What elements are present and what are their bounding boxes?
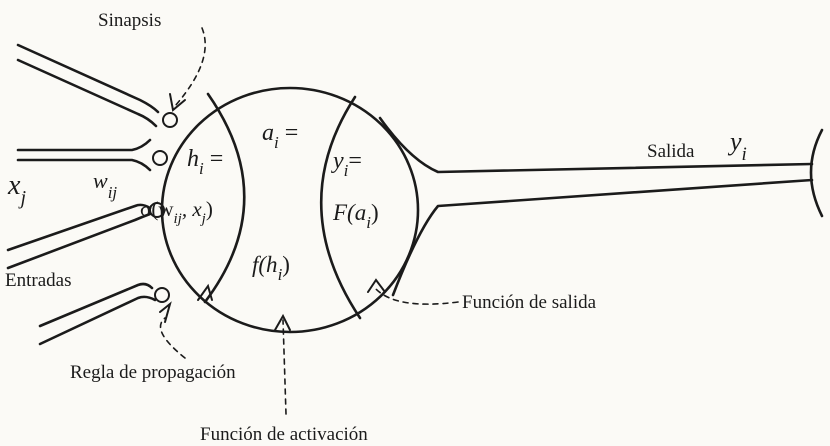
synapse-circle-2 bbox=[152, 150, 168, 166]
leader-sinapsis bbox=[174, 27, 206, 107]
math-yi-out-base: y bbox=[727, 127, 742, 156]
synapses bbox=[149, 112, 178, 303]
math-yi-eq: yi= bbox=[331, 148, 362, 180]
math-hi-base: h bbox=[187, 146, 199, 172]
math-Fai-close: ) bbox=[371, 200, 379, 225]
arrow-salida bbox=[367, 278, 386, 293]
math-Fai-sub: i bbox=[366, 213, 371, 232]
synapse-circle-3 bbox=[149, 202, 165, 218]
dendrite-2 bbox=[16, 138, 152, 152]
dendrite-4 bbox=[38, 282, 154, 328]
math-xj: xj bbox=[7, 170, 26, 209]
leader-regla bbox=[159, 317, 186, 359]
math-yi-tail: = bbox=[348, 148, 362, 174]
dendrite-2b bbox=[16, 158, 152, 172]
arrow-activacion bbox=[274, 313, 291, 331]
math-fhi: f(hi) bbox=[252, 252, 290, 284]
label-regla-propagacion: Regla de propagación bbox=[70, 362, 236, 383]
label-entradas: Entradas bbox=[5, 270, 71, 291]
math-sigma-mid: , x bbox=[182, 197, 203, 221]
synapse-circle-4 bbox=[154, 287, 170, 303]
math-hi-tail: = bbox=[204, 146, 224, 172]
math-fhi-open: f(h bbox=[252, 252, 278, 277]
arc-output bbox=[319, 95, 362, 320]
dendrite-3 bbox=[6, 203, 152, 252]
math-sigma: σ(wij, xj) bbox=[140, 197, 213, 227]
math-sigma-close: ) bbox=[206, 197, 213, 221]
math-ai-eq: ai = bbox=[262, 120, 298, 152]
math-hi-sub: i bbox=[199, 159, 204, 178]
arrow-regla-inside bbox=[197, 283, 213, 301]
math-fhi-sub: i bbox=[278, 265, 283, 284]
axon-lower bbox=[391, 178, 814, 297]
math-fhi-close: ) bbox=[282, 252, 290, 277]
math-wij: wij bbox=[93, 168, 117, 202]
math-xj-sub: j bbox=[17, 187, 26, 209]
arc-propagation bbox=[203, 92, 246, 304]
math-Fai: F(ai) bbox=[332, 200, 379, 232]
math-sigma-sub-ij: ij bbox=[173, 211, 181, 227]
math-yi-out: yi bbox=[727, 127, 747, 165]
dendrite-4b bbox=[38, 295, 157, 346]
arrow-sinapsis bbox=[169, 93, 186, 112]
dendrite-1 bbox=[16, 43, 160, 114]
math-ai-base: a bbox=[262, 120, 274, 146]
input-dendrites bbox=[6, 43, 160, 346]
math-sigma-sub-j: j bbox=[200, 211, 206, 227]
label-funcion-activacion: Función de activación bbox=[200, 424, 368, 445]
math-ai-sub: i bbox=[274, 133, 279, 152]
math-sigma-open: σ(w bbox=[140, 197, 174, 221]
math-wij-sub: ij bbox=[108, 183, 118, 202]
math-xj-base: x bbox=[7, 170, 21, 201]
synapse-circle-1 bbox=[162, 112, 178, 128]
math-yi-base: y bbox=[331, 148, 344, 174]
math-Fai-open: F(a bbox=[332, 200, 366, 225]
axon-terminal bbox=[809, 128, 824, 218]
leader-salida bbox=[374, 287, 459, 305]
dendrite-1b bbox=[16, 58, 158, 128]
math-ai-tail: = bbox=[279, 120, 299, 146]
label-sinapsis: Sinapsis bbox=[98, 10, 161, 31]
leader-activacion bbox=[282, 319, 287, 415]
math-hi-eq: hi = bbox=[187, 146, 223, 178]
dendrite-3b bbox=[6, 212, 152, 270]
math-yi-out-sub: i bbox=[742, 144, 747, 165]
neuron-body bbox=[160, 86, 420, 334]
math-yi-sub: i bbox=[344, 161, 349, 180]
axon bbox=[378, 116, 814, 174]
label-funcion-salida: Función de salida bbox=[462, 292, 597, 313]
label-salida: Salida bbox=[647, 141, 695, 162]
arrow-regla bbox=[159, 301, 172, 323]
math-wij-base: w bbox=[93, 168, 108, 193]
